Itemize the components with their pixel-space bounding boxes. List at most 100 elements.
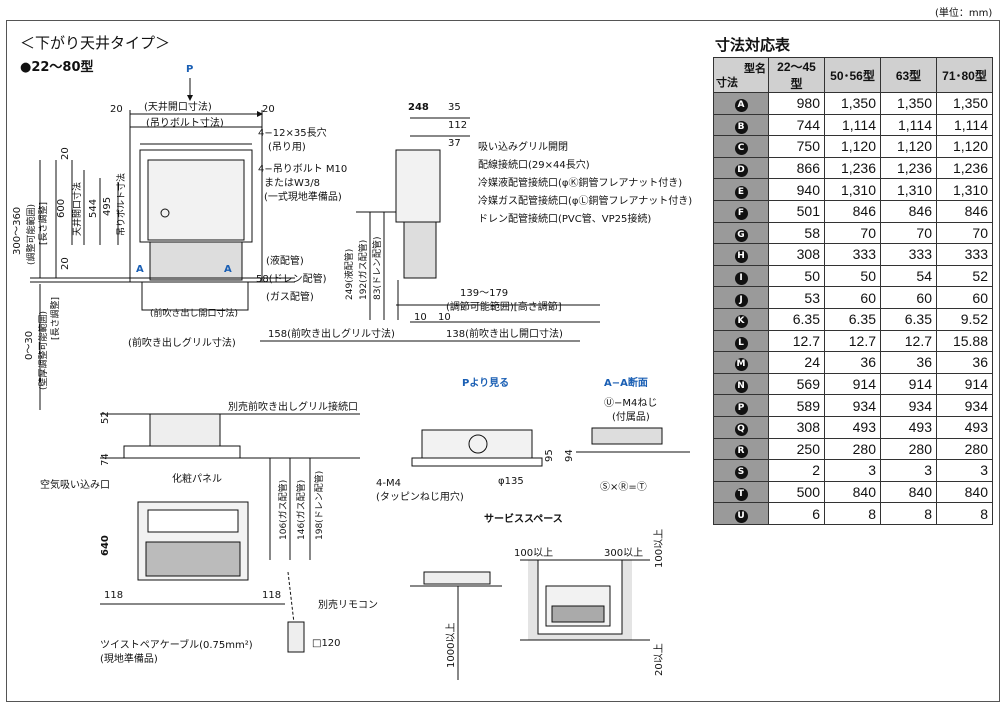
adj-range-sub2: [長さ調整]: [37, 202, 49, 245]
row-key-cell: F: [713, 199, 769, 223]
p-view: [421, 429, 533, 459]
table-cell: 15.88: [936, 329, 993, 353]
drawing-frame: [6, 20, 1000, 702]
column-header: 71･80型: [936, 57, 993, 93]
corner-dim: 寸法: [716, 77, 738, 89]
dim-198: 198(ドレン配管): [313, 471, 325, 540]
table-cell: 36: [880, 351, 937, 374]
table-cell: 333: [880, 243, 937, 266]
table-cell: 6.35: [824, 307, 881, 331]
drain-connection-label: ドレン配管接続口(PVC管、VP25接続): [478, 212, 651, 225]
row-key-badge: L: [734, 336, 748, 350]
dim-640: 640: [100, 535, 111, 556]
remote-controller: [287, 621, 305, 653]
liquid-connection-label: 冷媒液配管接続口(φⓀ銅管フレアナット付き): [478, 176, 682, 189]
dim-248: 248: [408, 102, 429, 113]
table-cell: 50: [824, 264, 881, 288]
table-cell: 914: [880, 372, 937, 396]
row-key-cell: G: [713, 221, 769, 245]
wall-range-label: 0～30: [24, 331, 35, 360]
dim-94: 94: [564, 449, 575, 462]
row-key-badge: G: [734, 228, 748, 242]
row-key-cell: I: [713, 264, 769, 288]
table-cell: 493: [936, 415, 993, 439]
dim-544: 544: [88, 199, 99, 218]
tap-hole-label: 4-M4: [376, 478, 401, 489]
table-cell: 1,236: [880, 156, 937, 180]
table-cell: 750: [768, 135, 825, 158]
corner-model: 型名: [744, 63, 766, 75]
table-cell: 12.7: [824, 329, 881, 353]
row-key-badge: E: [734, 185, 748, 199]
optional-grille-label: 別売前吹き出しグリル接続口: [228, 400, 358, 413]
table-cell: 70: [880, 221, 937, 245]
unit-side-view: [395, 149, 441, 223]
table-cell: 8: [880, 502, 937, 525]
dim-95: 95: [544, 449, 555, 462]
grille-158-label: 158(前吹き出しグリル寸法): [268, 327, 395, 340]
dim-118-left: 118: [104, 590, 123, 601]
dim-495: 495: [102, 197, 113, 216]
twist-cable-sub: (現地準備品): [100, 652, 158, 665]
table-cell: 280: [936, 437, 993, 461]
column-header: 63型: [880, 57, 937, 93]
service-space-title: サービススペース: [484, 512, 563, 525]
table-cell: 12.7: [768, 329, 825, 353]
table-cell: 308: [768, 243, 825, 266]
row-key-cell: C: [713, 135, 769, 158]
unit-front-view: [149, 413, 221, 447]
row-key-badge: P: [734, 401, 748, 415]
wall-range-sub2: [長さ調整]: [49, 297, 61, 340]
table-cell: 6.35: [768, 307, 825, 331]
table-cell: 1,310: [936, 178, 993, 201]
row-key-cell: R: [713, 437, 769, 461]
row-key-badge: D: [734, 164, 748, 178]
table-cell: 3: [936, 459, 993, 482]
dim-192: 192(ガス配管): [357, 240, 369, 300]
p-arrow-label: P: [186, 64, 193, 75]
row-key-cell: L: [713, 329, 769, 353]
table-cell: 70: [936, 221, 993, 245]
row-key-badge: T: [734, 487, 748, 501]
suction-grille-label: 吸い込みグリル開閉: [478, 140, 568, 153]
column-header: 50･56型: [824, 57, 881, 93]
table-cell: 1,350: [824, 92, 881, 115]
dim-52: 52: [100, 411, 111, 424]
table-cell: 846: [824, 199, 881, 223]
table-cell: 1,350: [936, 92, 993, 115]
table-cell: 280: [824, 437, 881, 461]
table-cell: 1,120: [936, 135, 993, 158]
row-key-cell: J: [713, 286, 769, 309]
row-key-cell: S: [713, 459, 769, 482]
air-intake-label: 空気吸い込み口: [40, 478, 110, 491]
dim-10-b: 10: [438, 312, 451, 323]
row-key-cell: H: [713, 243, 769, 266]
table-cell: 744: [768, 113, 825, 137]
table-cell: 840: [936, 480, 993, 504]
dim-249: 249(液配管): [343, 249, 355, 300]
m4-screw-label: Ⓤ−M4ねじ: [604, 397, 657, 409]
row-key-cell: N: [713, 372, 769, 396]
section-mark-a-left: A: [136, 264, 144, 275]
row-key-badge: I: [734, 272, 748, 286]
table-cell: 60: [824, 286, 881, 309]
table-cell: 1,120: [880, 135, 937, 158]
bolt-label-2: またはW3/8: [264, 177, 320, 189]
slot-sub-label: (吊り用): [268, 141, 306, 153]
table-cell: 58: [768, 221, 825, 245]
table-cell: 12.7: [880, 329, 937, 353]
table-cell: 9.52: [936, 307, 993, 331]
row-key-cell: D: [713, 156, 769, 180]
table-cell: 980: [768, 92, 825, 115]
row-key-cell: A: [713, 92, 769, 115]
